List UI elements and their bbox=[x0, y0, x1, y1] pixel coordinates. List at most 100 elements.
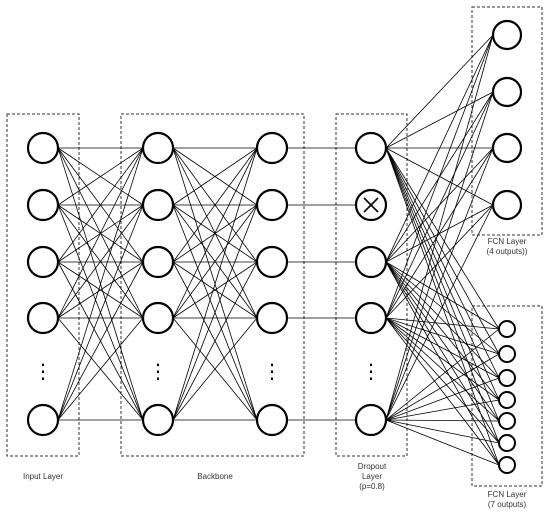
backbone2-ellipsis: ⋮ bbox=[262, 359, 282, 383]
backbone1-node-1 bbox=[141, 188, 175, 222]
edge-dropout-4-fcn-bottom-3 bbox=[385, 399, 500, 421]
edge-dropout-3-fcn-top-0 bbox=[385, 34, 494, 319]
edge-backbone1-3-backbone2-1 bbox=[172, 204, 258, 319]
edge-dropout-4-fcn-top-2 bbox=[385, 147, 494, 421]
edge-dropout-2-fcn-bottom-5 bbox=[385, 261, 500, 444]
dropout-ellipsis: ⋮ bbox=[361, 359, 381, 383]
edge-input-2-backbone1-0 bbox=[57, 147, 144, 263]
edge-dropout-3-fcn-bottom-3 bbox=[385, 317, 500, 401]
x-icon-stroke-b bbox=[363, 197, 379, 213]
edge-dropout-4-fcn-bottom-6 bbox=[385, 419, 500, 466]
edge-dropout-4-fcn-bottom-5 bbox=[385, 419, 500, 444]
edge-dropout-4-fcn-top-0 bbox=[385, 34, 494, 421]
input-layer-label: Input Layer bbox=[22, 472, 64, 481]
edge-dropout-4-fcn-top-1 bbox=[385, 91, 494, 421]
edge-backbone1-4-backbone2-2 bbox=[172, 261, 258, 421]
fcn-top-node-0 bbox=[491, 19, 523, 51]
fcn-bottom-node-2 bbox=[498, 369, 516, 387]
input-node-2 bbox=[26, 245, 60, 279]
edge-dropout-2-fcn-top-0 bbox=[385, 34, 494, 263]
dropout-node-3 bbox=[354, 301, 388, 335]
backbone1-node-4 bbox=[141, 403, 175, 437]
edge-dropout-3-fcn-bottom-5 bbox=[385, 317, 500, 444]
backbone2-node-0 bbox=[255, 131, 289, 165]
edge-input-4-backbone1-2 bbox=[57, 261, 144, 421]
edge-input-3-backbone1-2 bbox=[57, 261, 144, 319]
edge-dropout-2-fcn-bottom-2 bbox=[385, 261, 500, 379]
edge-dropout-3-fcn-bottom-0 bbox=[385, 317, 500, 330]
fcn-bottom-node-0 bbox=[498, 320, 516, 338]
edge-dropout-0-fcn-bottom-2 bbox=[385, 147, 500, 379]
edge-dropout-3-fcn-bottom-1 bbox=[385, 317, 500, 355]
edge-input-4-backbone1-1 bbox=[57, 204, 144, 421]
edge-input-4-backbone1-0 bbox=[57, 147, 144, 421]
fcn-top-label-line1: FCN Layer bbox=[487, 237, 527, 246]
edge-backbone1-4-backbone2-0 bbox=[172, 147, 258, 421]
edge-dropout-3-fcn-top-2 bbox=[385, 147, 494, 319]
edge-dropout-4-fcn-bottom-4 bbox=[385, 419, 500, 422]
backbone1-node-2 bbox=[141, 245, 175, 279]
backbone2-node-4 bbox=[255, 403, 289, 437]
edge-dropout-3-fcn-top-1 bbox=[385, 91, 494, 319]
fcn-bottom-label-line1: FCN Layer bbox=[487, 490, 527, 499]
dropout-label-line2: Layer bbox=[361, 472, 382, 481]
backbone1-ellipsis: ⋮ bbox=[148, 359, 168, 383]
edge-dropout-0-fcn-bottom-1 bbox=[385, 147, 500, 355]
fcn-bottom-node-4 bbox=[498, 412, 516, 430]
backbone1-node-3 bbox=[141, 301, 175, 335]
edge-dropout-2-fcn-bottom-4 bbox=[385, 261, 500, 422]
dropout-label-line3: (p=0.8) bbox=[359, 482, 385, 491]
edge-dropout-3-fcn-top-3 bbox=[385, 204, 494, 319]
backbone2-node-1 bbox=[255, 188, 289, 222]
input-ellipsis: ⋮ bbox=[33, 359, 53, 383]
edge-dropout-4-fcn-top-3 bbox=[385, 204, 494, 421]
backbone2-node-3 bbox=[255, 301, 289, 335]
backbone2-node-2 bbox=[255, 245, 289, 279]
input-node-3 bbox=[26, 301, 60, 335]
dropout-node-0 bbox=[354, 131, 388, 165]
edge-dropout-2-fcn-bottom-3 bbox=[385, 261, 500, 401]
fcn-top-label-line2: (4 outputs)) bbox=[486, 247, 528, 256]
edge-dropout-0-fcn-bottom-3 bbox=[385, 147, 500, 401]
edge-backbone1-3-backbone2-2 bbox=[172, 261, 258, 319]
edge-dropout-2-fcn-bottom-6 bbox=[385, 261, 500, 466]
fcn-top-node-1 bbox=[491, 76, 523, 108]
fcn-top-node-2 bbox=[491, 132, 523, 164]
fcn-top-node-3 bbox=[491, 189, 523, 221]
edge-input-1-backbone1-0 bbox=[57, 147, 144, 206]
input-layer-box bbox=[6, 113, 80, 457]
edge-input-3-backbone1-0 bbox=[57, 147, 144, 319]
fcn-bottom-node-6 bbox=[498, 456, 516, 474]
edge-dropout-3-fcn-bottom-4 bbox=[385, 317, 500, 422]
backbone-label: Backbone bbox=[197, 472, 233, 481]
edge-backbone1-4-backbone2-1 bbox=[172, 204, 258, 421]
input-node-0 bbox=[26, 131, 60, 165]
fcn-bottom-label-line2: (7 outputs) bbox=[487, 500, 527, 509]
edge-backbone1-2-backbone2-0 bbox=[172, 147, 258, 263]
edge-dropout-0-fcn-top-1 bbox=[385, 91, 494, 149]
fcn-bottom-node-1 bbox=[498, 345, 516, 363]
edge-dropout-2-fcn-bottom-0 bbox=[385, 261, 500, 330]
edge-dropout-0-fcn-bottom-4 bbox=[385, 147, 500, 422]
input-node-4 bbox=[26, 403, 60, 437]
fcn-bottom-node-5 bbox=[498, 434, 516, 452]
edge-dropout-4-fcn-bottom-2 bbox=[385, 377, 500, 421]
edge-backbone1-1-backbone2-0 bbox=[172, 147, 258, 206]
edge-backbone1-3-backbone2-0 bbox=[172, 147, 258, 319]
edge-dropout-3-fcn-bottom-2 bbox=[385, 317, 500, 379]
edge-backbone1-4-backbone2-3 bbox=[172, 317, 258, 421]
fcn-top-box bbox=[471, 6, 543, 236]
dropout-node-2 bbox=[354, 245, 388, 279]
dropout-label-line1: Dropout bbox=[357, 462, 387, 471]
edge-dropout-4-fcn-bottom-0 bbox=[385, 328, 500, 421]
backbone1-node-0 bbox=[141, 131, 175, 165]
backbone-box bbox=[120, 113, 305, 457]
edge-dropout-0-fcn-bottom-0 bbox=[385, 147, 500, 330]
input-node-1 bbox=[26, 188, 60, 222]
dropout-node-4 bbox=[354, 403, 388, 437]
edge-dropout-0-fcn-top-0 bbox=[385, 34, 494, 149]
edge-input-3-backbone1-1 bbox=[57, 204, 144, 319]
edge-input-4-backbone1-3 bbox=[57, 317, 144, 421]
